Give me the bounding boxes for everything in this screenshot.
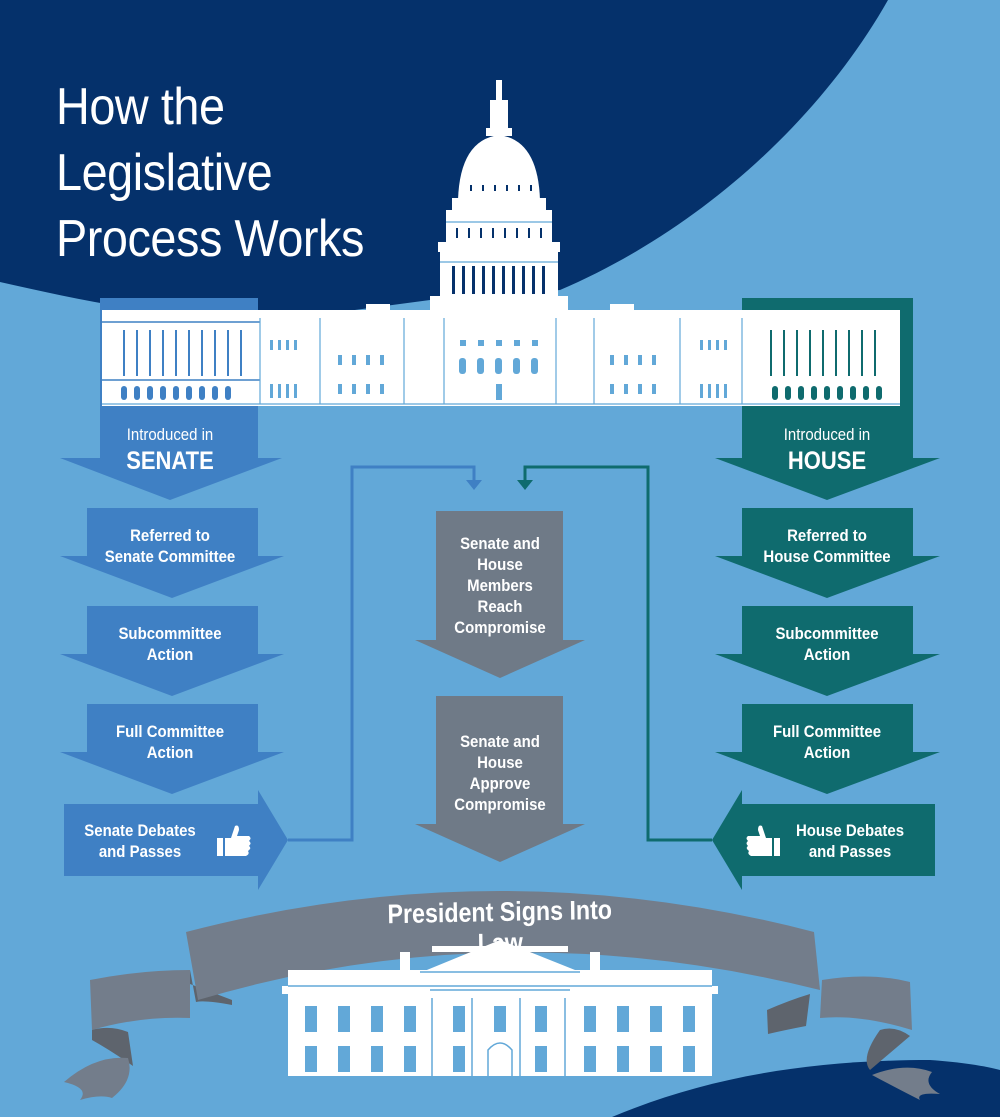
house-step-3-line-2: Action [803,743,851,762]
compromise-step-1-line-1: Senate and [460,534,540,553]
ribbon-right-tail [820,976,912,1030]
senate-passes-line-1: Senate Debates [84,821,196,840]
senate-step-1: Referred to Senate Committee [91,525,249,567]
ribbon-right-end [872,1067,940,1100]
white-house-pediment [422,940,580,972]
senate-step-3-line-2: Action [146,743,194,762]
senate-step-2-line-2: Action [146,645,194,664]
ribbon-left-tail [90,970,190,1030]
senate-step-3-line-1: Full Committee [115,722,225,741]
title-line-1: How the [56,78,225,136]
senate-passes-line-2: and Passes [98,842,182,861]
senate-step-2-line-1: Subcommittee [118,624,222,643]
senate-intro-label: Introduced in SENATE [91,424,249,477]
house-step-1-line-1: Referred to [787,526,867,545]
title-line-2: Legislative [56,144,273,202]
house-connector-line [523,465,712,842]
compromise-step-2-arrow [415,696,585,862]
house-passes-line-1: House Debates [795,821,905,840]
house-step-1: Referred to House Committee [748,525,906,567]
compromise-step-1-line-3: Members [467,576,533,595]
house-passes-line-2: and Passes [808,842,892,861]
compromise-step-1-line-2: House [477,555,523,574]
thumbs-up-icon [746,825,780,856]
senate-step-1-arrow [60,508,284,598]
senate-intro-small: Introduced in [126,425,214,444]
senate-step-3-arrow [60,704,284,794]
house-passes-arrow [712,790,935,890]
senate-step-2-arrow [60,606,284,696]
compromise-step-1-line-5: Compromise [454,618,546,637]
house-passes: House Debates and Passes [788,820,911,862]
house-step-3-arrow [715,704,940,794]
compromise-step-1-line-4: Reach [477,597,523,616]
compromise-step-2-line-1: Senate and [460,732,540,751]
senate-passes: Senate Debates and Passes [78,820,201,862]
background-dark-top [0,0,888,320]
senate-step-3: Full Committee Action [91,721,249,763]
compromise-step-1-arrow [415,511,585,678]
compromise-step-2-line-3: Approve [469,774,531,793]
house-chamber-name: HOUSE [787,447,867,475]
compromise-step-2: Senate and House Approve Compromise [430,731,571,815]
page-title: How the Legislative Process Works [56,74,364,272]
house-connector-arrowhead [517,480,533,490]
senate-connector-arrowhead [466,480,482,490]
capitol-dome [458,135,540,200]
compromise-step-2-line-2: House [477,753,523,772]
senate-chamber-name: SENATE [126,447,214,475]
senate-step-1-line-2: Senate Committee [104,547,236,566]
senate-step-1-line-1: Referred to [130,526,210,545]
house-intro-small: Introduced in [783,425,871,444]
house-step-2-arrow [715,606,940,696]
ribbon-left-fold [92,1027,133,1066]
ribbon-right-fold [767,994,810,1034]
compromise-step-1: Senate and House Members Reach Compromis… [430,533,571,638]
senate-connector-line [288,465,476,842]
house-step-1-arrow [715,508,940,598]
house-step-3: Full Committee Action [748,721,906,763]
house-step-2-line-2: Action [803,645,851,664]
house-step-2-line-1: Subcommittee [775,624,879,643]
senate-passes-arrow [64,790,288,890]
title-line-3: Process Works [56,210,364,268]
ribbon-left-end [64,1057,130,1100]
house-step-3-line-1: Full Committee [772,722,882,741]
house-step-1-line-2: House Committee [763,547,891,566]
capitol-statue [496,80,502,102]
thumbs-up-icon [217,825,251,856]
compromise-step-2-line-4: Compromise [454,795,546,814]
house-step-2: Subcommittee Action [748,623,906,665]
house-intro-label: Introduced in HOUSE [748,424,906,477]
white-house-windows [305,1006,695,1072]
senate-step-2: Subcommittee Action [91,623,249,665]
